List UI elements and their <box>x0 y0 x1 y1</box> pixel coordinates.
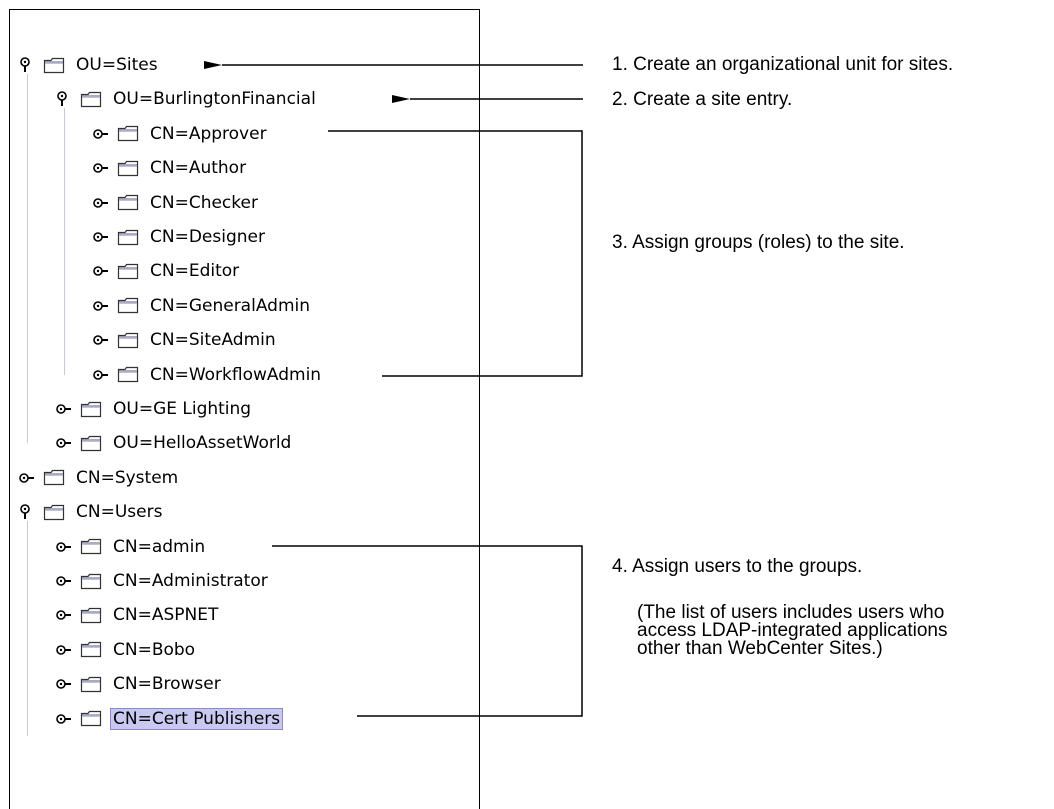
folder-icon <box>80 641 102 658</box>
tree-node-label: CN=Users <box>76 502 163 523</box>
tree-node-label: CN=Author <box>150 158 247 179</box>
tree-node[interactable]: OU=Sites <box>19 52 161 78</box>
tree-node-label: OU=HelloAssetWorld <box>113 433 292 454</box>
folder-icon <box>80 91 102 108</box>
folder-icon <box>80 573 102 590</box>
tree-node-label: CN=Browser <box>113 674 221 695</box>
expanded-handle-icon[interactable] <box>19 504 35 520</box>
folder-icon <box>117 125 139 142</box>
tree-node[interactable]: CN=Author <box>93 155 249 181</box>
tree-guide-line <box>64 108 65 375</box>
tree-guide-line <box>27 74 28 444</box>
tree-node[interactable]: CN=Browser <box>56 671 224 697</box>
tree-node-label: CN=Editor <box>150 261 240 282</box>
folder-icon <box>43 469 65 486</box>
tree-node-label: OU=GE Lighting <box>113 399 252 419</box>
collapsed-handle-icon[interactable] <box>56 435 72 451</box>
tree-node-label: OU=Sites <box>76 55 158 75</box>
tree-node[interactable]: CN=SiteAdmin <box>93 327 279 353</box>
folder-icon <box>80 538 102 555</box>
folder-icon <box>43 57 65 74</box>
tree-node-label: CN=WorkflowAdmin <box>150 364 322 385</box>
tree-node-label: CN=Administrator <box>113 571 268 591</box>
collapsed-handle-icon[interactable] <box>93 229 109 245</box>
collapsed-handle-icon[interactable] <box>19 470 35 486</box>
tree-node[interactable]: CN=WorkflowAdmin <box>93 362 324 388</box>
collapsed-handle-icon[interactable] <box>56 676 72 692</box>
callout-step4: 4. Assign users to the groups. <box>612 556 863 577</box>
tree-node-label: CN=Designer <box>150 227 265 247</box>
collapsed-handle-icon[interactable] <box>93 367 109 383</box>
tree-node[interactable]: CN=System <box>19 465 181 491</box>
collapsed-handle-icon[interactable] <box>93 263 109 279</box>
folder-icon <box>80 401 102 418</box>
tree-node[interactable]: OU=HelloAssetWorld <box>56 430 294 456</box>
collapsed-handle-icon[interactable] <box>56 642 72 658</box>
tree-node[interactable]: CN=admin <box>56 534 208 560</box>
tree-node-label: CN=GeneralAdmin <box>150 295 311 316</box>
folder-icon <box>117 263 139 280</box>
tree-node-label: CN=admin <box>113 536 206 557</box>
tree-node-label: CN=Checker <box>150 192 258 213</box>
tree-node[interactable]: OU=BurlingtonFinancial <box>56 86 319 112</box>
tree-node-label: CN=SiteAdmin <box>150 330 276 351</box>
folder-icon <box>80 435 102 452</box>
tree-node[interactable]: CN=GeneralAdmin <box>93 293 313 319</box>
tree-node[interactable]: CN=Designer <box>93 224 268 250</box>
tree-node[interactable]: CN=Administrator <box>56 568 271 594</box>
tree-node-label: CN=Bobo <box>113 639 196 660</box>
folder-icon <box>117 229 139 246</box>
expanded-handle-icon[interactable] <box>56 91 72 107</box>
callout-step2: 2. Create a site entry. <box>612 89 793 110</box>
tree-node[interactable]: CN=Users <box>19 499 165 525</box>
collapsed-handle-icon[interactable] <box>93 332 109 348</box>
folder-icon <box>117 332 139 349</box>
folder-icon <box>80 710 102 727</box>
collapsed-handle-icon[interactable] <box>93 160 109 176</box>
folder-icon <box>117 297 139 314</box>
folder-icon <box>43 504 65 521</box>
tree-guide-line <box>27 521 28 736</box>
tree-node-label: CN=Cert Publishers <box>110 707 284 730</box>
callout-step3: 3. Assign groups (roles) to the site. <box>612 232 905 253</box>
tree-node[interactable]: CN=Checker <box>93 190 261 216</box>
tree-node-label: CN=ASPNET <box>113 605 219 626</box>
folder-icon <box>117 366 139 383</box>
callout-step4-note-line3: other than WebCenter Sites.) <box>637 638 883 659</box>
callout-step4-note-line2: access LDAP-integrated applications <box>637 620 948 641</box>
tree-node[interactable]: OU=GE Lighting <box>56 396 254 422</box>
collapsed-handle-icon[interactable] <box>93 126 109 142</box>
collapsed-handle-icon[interactable] <box>56 607 72 623</box>
tree-node-label: CN=System <box>76 467 179 488</box>
tree-node[interactable]: CN=Cert Publishers <box>56 706 284 732</box>
collapsed-handle-icon[interactable] <box>93 195 109 211</box>
tree-node[interactable]: CN=ASPNET <box>56 602 221 628</box>
callout-step1: 1. Create an organizational unit for sit… <box>612 54 954 75</box>
folder-icon <box>80 676 102 693</box>
collapsed-handle-icon[interactable] <box>56 401 72 417</box>
collapsed-handle-icon[interactable] <box>56 573 72 589</box>
collapsed-handle-icon[interactable] <box>56 539 72 555</box>
tree-node[interactable]: CN=Editor <box>93 258 242 284</box>
folder-icon <box>80 607 102 624</box>
collapsed-handle-icon[interactable] <box>56 711 72 727</box>
callout-step4-note-line1: (The list of users includes users who <box>637 602 945 623</box>
tree-node[interactable]: CN=Approver <box>93 121 270 147</box>
folder-icon <box>117 160 139 177</box>
expanded-handle-icon[interactable] <box>19 57 35 73</box>
tree-node-label: OU=BurlingtonFinancial <box>113 89 316 110</box>
tree-node[interactable]: CN=Bobo <box>56 637 198 663</box>
collapsed-handle-icon[interactable] <box>93 298 109 314</box>
folder-icon <box>117 194 139 211</box>
tree-node-label: CN=Approver <box>150 123 267 144</box>
